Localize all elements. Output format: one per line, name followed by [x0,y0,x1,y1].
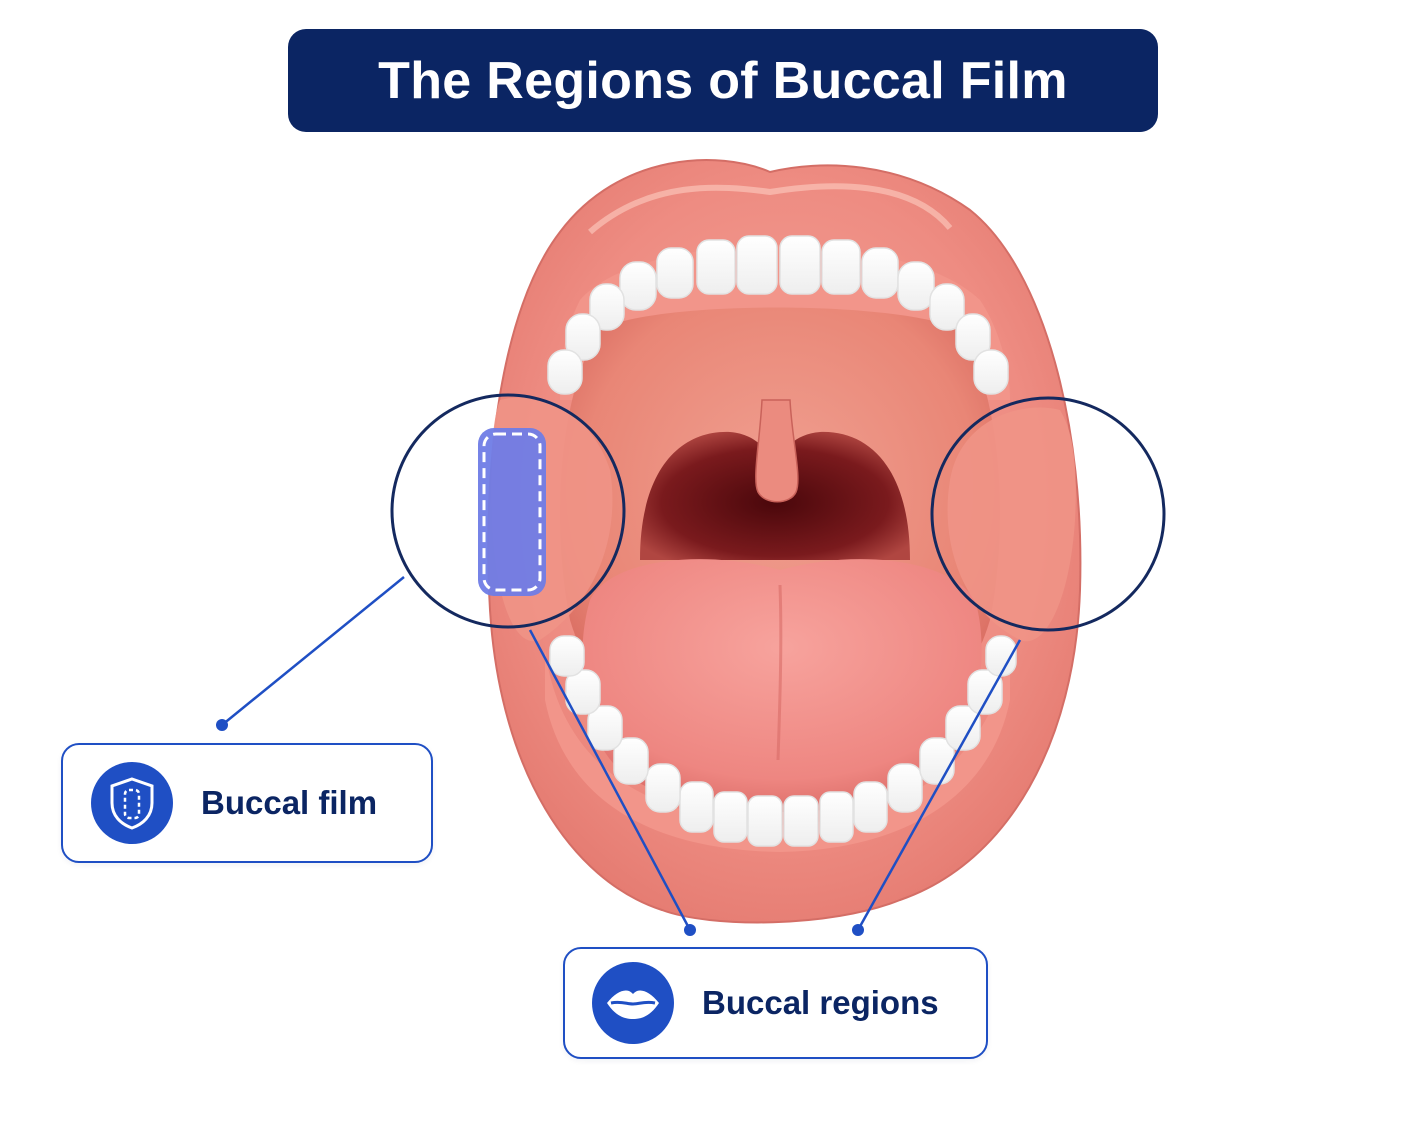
lips-icon [592,962,674,1044]
callout-buccal-film: Buccal film [61,743,433,863]
callout-label: Buccal film [201,784,377,822]
uvula [756,400,798,502]
buccal-film-patch [478,428,546,596]
shield-film-icon [91,762,173,844]
callout-buccal-regions: Buccal regions [563,947,988,1059]
callout-label: Buccal regions [702,984,939,1022]
